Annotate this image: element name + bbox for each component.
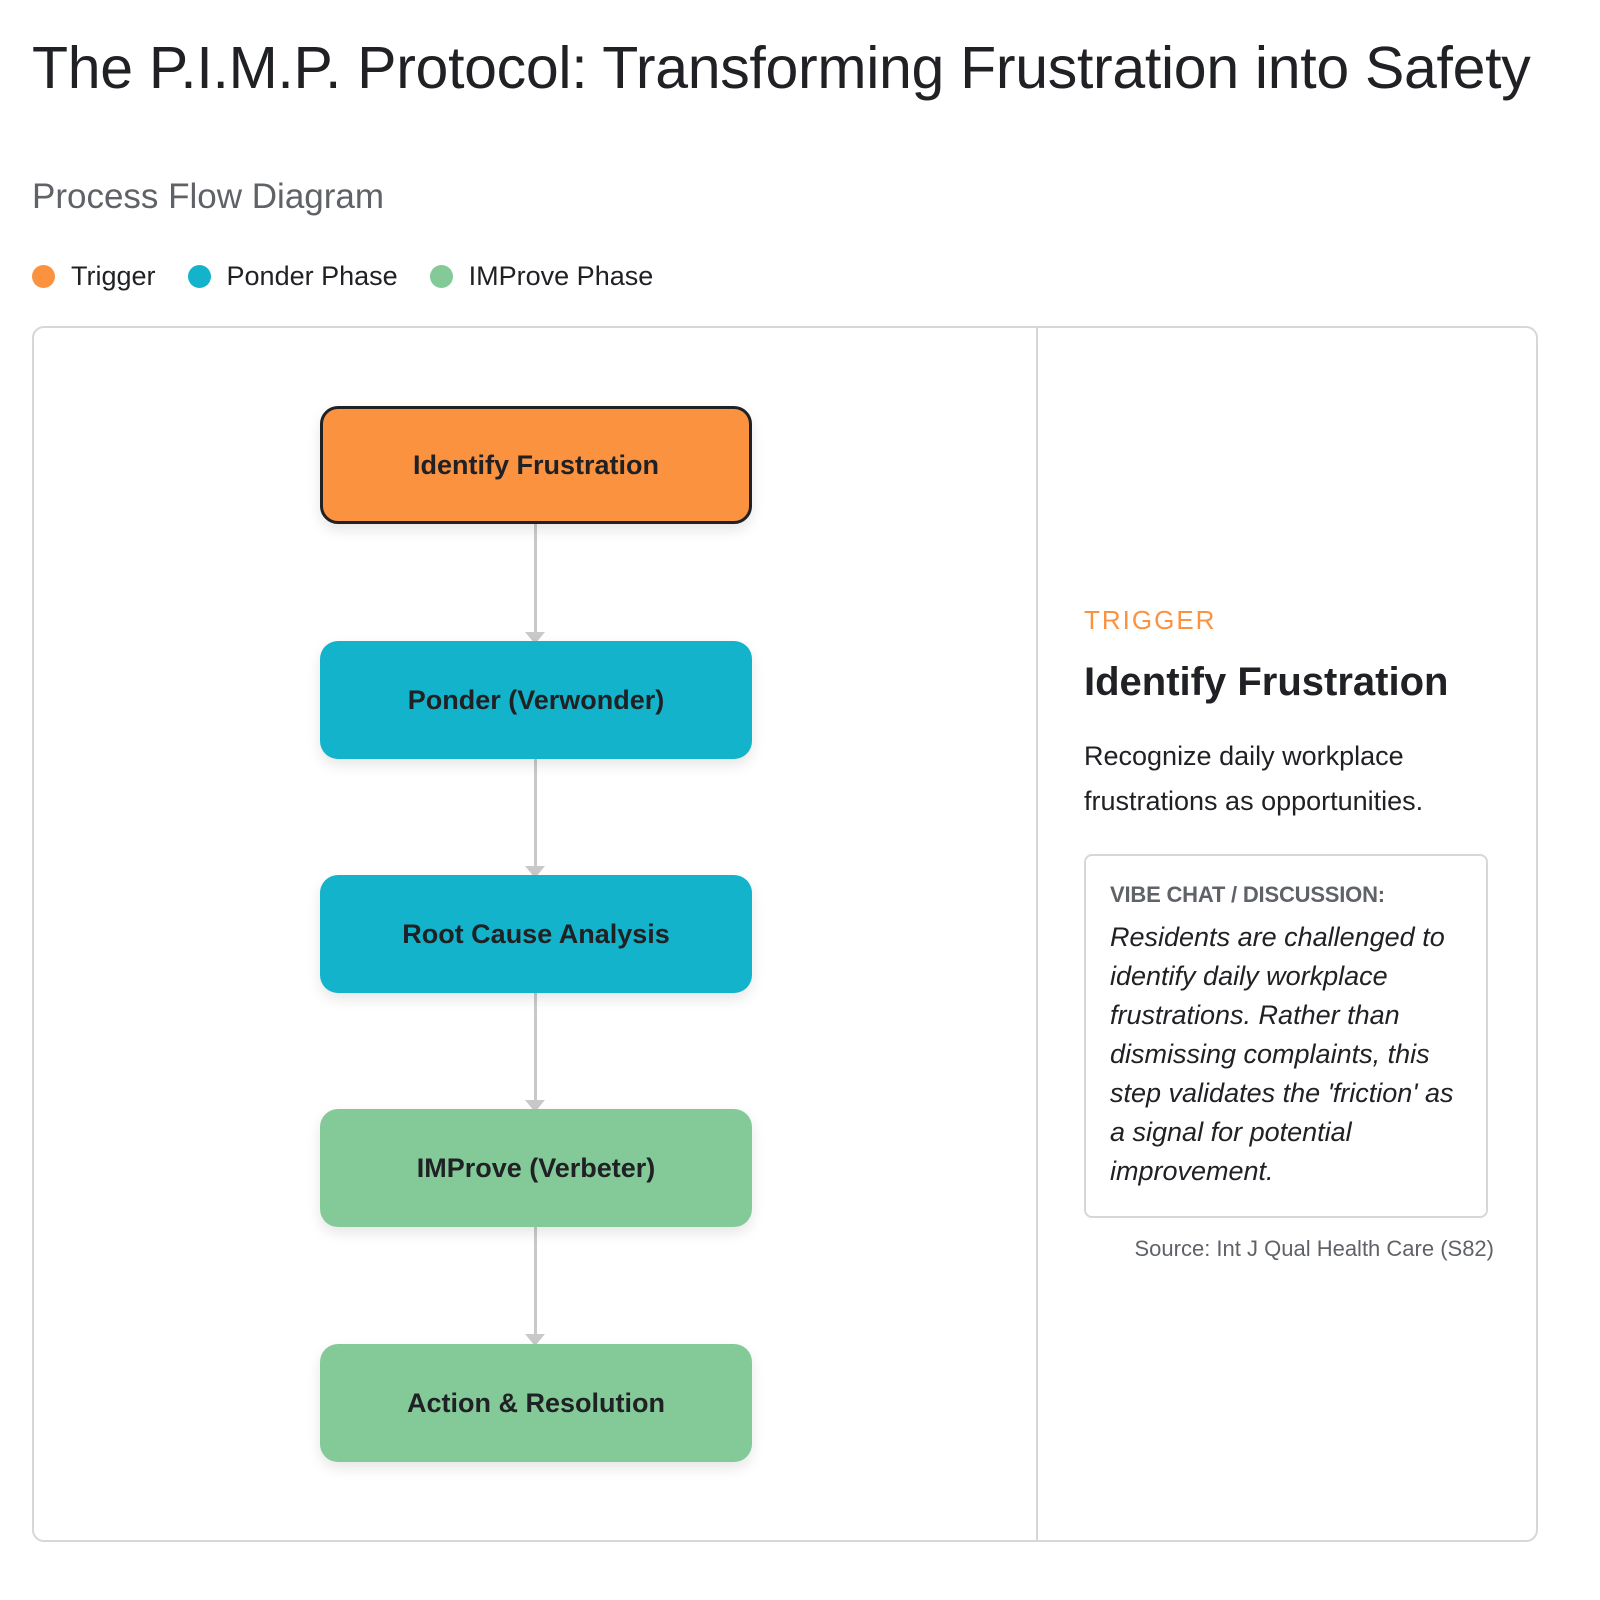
flow-node-label: Identify Frustration: [412, 449, 659, 480]
detail-panel: TRIGGER Identify Frustration Recognize d…: [1084, 328, 1494, 1540]
flow-node-label: Root Cause Analysis: [402, 918, 670, 949]
legend-label: IMProve Phase: [468, 260, 654, 291]
source-note: Source: Int J Qual Health Care (S82): [1134, 1236, 1495, 1261]
detail-category: TRIGGER: [1084, 605, 1217, 635]
arrowhead-4-icon: [525, 1334, 545, 1346]
flow-node-ponder[interactable]: Ponder (Verwonder): [320, 641, 752, 759]
page-title: The P.I.M.P. Protocol: Transforming Frus…: [32, 35, 1531, 101]
detail-title: Identify Frustration: [1084, 660, 1449, 704]
flow-node-label: Ponder (Verwonder): [407, 684, 665, 715]
flow-area: Identify Frustration Ponder (Verwonder) …: [34, 328, 1036, 1540]
legend: Trigger Ponder Phase IMProve Phase: [32, 256, 653, 296]
panel-divider: [1036, 328, 1038, 1540]
detail-description: Recognize daily workplace frustrations a…: [1084, 741, 1424, 816]
connector-3: [534, 992, 537, 1104]
legend-item-trigger: Trigger: [32, 261, 156, 292]
trigger-dot-icon: [32, 264, 55, 288]
flow-node-improve[interactable]: IMProve (Verbeter): [320, 1109, 752, 1227]
ponder-dot-icon: [187, 264, 211, 288]
flow-node-identify-frustration[interactable]: Identify Frustration: [320, 406, 752, 524]
diagram-card: Identify Frustration Ponder (Verwonder) …: [32, 326, 1538, 1542]
discussion-text: Residents are challenged to identify dai…: [1110, 922, 1454, 1186]
discussion-box: VIBE CHAT / DISCUSSION: Residents are ch…: [1084, 854, 1488, 1218]
flow-node-label: Action & Resolution: [407, 1387, 665, 1418]
legend-item-improve: IMProve Phase: [429, 260, 654, 292]
improve-dot-icon: [429, 264, 453, 288]
page-subtitle: Process Flow Diagram: [32, 177, 385, 216]
discussion-label: VIBE CHAT / DISCUSSION:: [1110, 882, 1385, 907]
flow-node-action-resolution[interactable]: Action & Resolution: [320, 1344, 752, 1462]
connector-1: [534, 524, 537, 636]
flow-node-label: IMProve (Verbeter): [416, 1152, 656, 1183]
legend-item-ponder: Ponder Phase: [187, 260, 398, 292]
legend-label: Ponder Phase: [226, 260, 398, 291]
flow-node-root-cause-analysis[interactable]: Root Cause Analysis: [320, 875, 752, 993]
connector-4: [534, 1226, 537, 1338]
legend-label: Trigger: [71, 260, 156, 291]
connector-2: [534, 758, 537, 870]
